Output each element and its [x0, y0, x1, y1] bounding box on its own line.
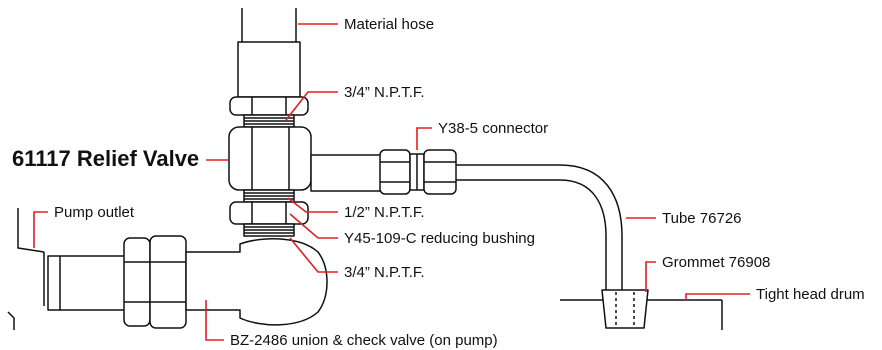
label-connector: Y38-5 connector: [438, 120, 549, 137]
leader-grommet: [645, 261, 656, 292]
leader-npt-bottom: [289, 237, 338, 273]
leader-lines: [33, 23, 750, 341]
label-tube: Tube 76726: [662, 210, 742, 227]
label-material-hose: Material hose: [344, 16, 435, 33]
label-pump-outlet: Pump outlet: [54, 204, 135, 221]
lower-threads: [243, 223, 295, 237]
label-npt-top: 3/4” N.P.T.F.: [344, 84, 425, 101]
diagram-title: 61117 Relief Valve: [12, 146, 200, 171]
tube-76726: [456, 164, 623, 300]
y38-connector: [379, 149, 457, 195]
union-pipe: [47, 255, 129, 311]
leader-pump-outlet: [33, 211, 48, 248]
leader-drum: [685, 293, 750, 300]
material-hose: [237, 8, 301, 98]
tight-head-drum: [560, 299, 723, 330]
label-union: BZ-2486 union & check valve (on pump): [230, 332, 498, 349]
leader-union: [205, 300, 224, 341]
label-npt-mid: 1/2” N.P.T.F.: [344, 204, 425, 221]
leader-connector: [416, 127, 432, 150]
check-valve-elbow: [185, 238, 328, 326]
grommet-76908: [601, 289, 649, 329]
leader-bushing: [289, 213, 338, 239]
label-grommet: Grommet 76908: [662, 254, 771, 271]
upper-threads: [243, 114, 295, 128]
middle-threads: [243, 189, 295, 203]
label-npt-bottom: 3/4” N.P.T.F.: [344, 264, 425, 281]
union-nuts: [123, 235, 187, 329]
pump-outlet: [7, 208, 45, 330]
leader-npt-top: [285, 91, 338, 121]
side-pipe: [310, 154, 382, 192]
label-bushing: Y45-109-C reducing bushing: [344, 230, 535, 247]
reducing-bushing: [229, 201, 309, 225]
leader-npt-mid: [287, 197, 338, 213]
upper-hex-nut: [229, 96, 309, 116]
relief-valve-body: [228, 126, 312, 191]
label-drum: Tight head drum: [756, 286, 865, 303]
